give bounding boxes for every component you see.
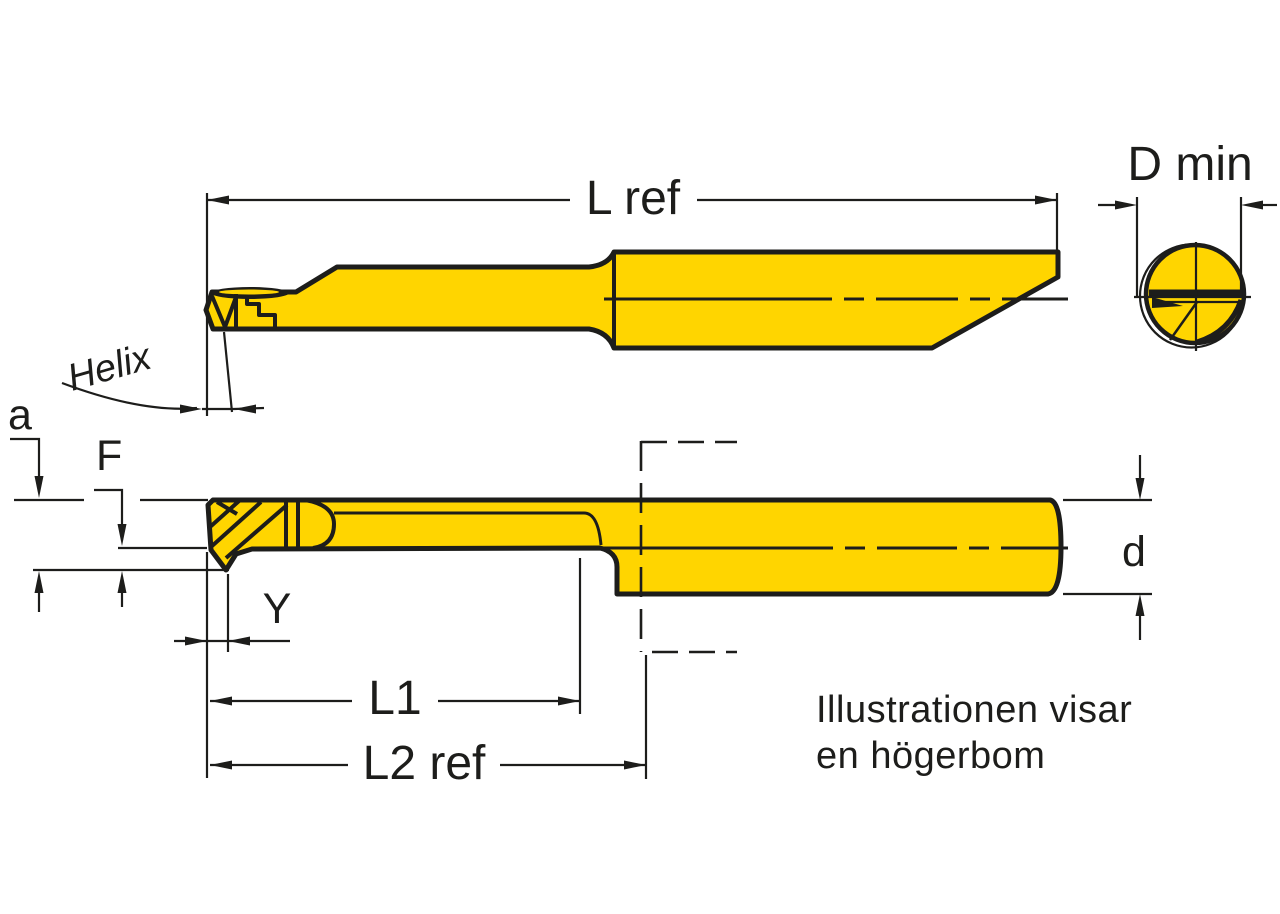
insert-step-notch	[245, 296, 277, 328]
caption-line-2: en högerbom	[816, 735, 1045, 777]
arrowhead	[34, 476, 44, 498]
flute-hatch-line	[224, 503, 289, 560]
helix-slant-line	[222, 331, 234, 413]
caption: Illustrationen visar en högerbom	[816, 689, 1132, 777]
label-y: Y	[263, 585, 292, 633]
cutting-head-detail-top	[210, 287, 289, 329]
arrowhead	[1135, 478, 1145, 500]
bore-outline-dashed	[639, 440, 737, 654]
leader-line	[94, 488, 124, 526]
caption-line-1: Illustrationen visar	[816, 689, 1132, 731]
arrowhead	[1115, 200, 1137, 210]
arrowhead	[210, 760, 232, 770]
arrowhead	[228, 636, 250, 646]
label-l-ref: L ref	[586, 172, 681, 225]
arrowhead	[624, 760, 646, 770]
label-l2-ref: L2 ref	[363, 737, 486, 790]
tip-vee-line	[210, 295, 238, 329]
relief-notch	[1152, 297, 1183, 308]
dim-f: F	[94, 432, 207, 607]
dim-d-min: D min	[1098, 138, 1277, 298]
flat-edge-inner-line	[334, 511, 603, 546]
dim-helix: Helix	[61, 331, 265, 414]
arrowhead	[180, 404, 202, 414]
arrowhead	[207, 195, 229, 205]
arrowhead	[234, 404, 256, 414]
grind-relief-curve	[304, 498, 336, 550]
arrowhead	[117, 524, 127, 546]
leader-line	[10, 437, 41, 478]
arrowhead	[117, 571, 127, 593]
arrowhead	[558, 696, 580, 706]
arrowhead	[1035, 195, 1057, 205]
cutting-edge-arc	[1196, 299, 1244, 345]
arrowhead	[210, 696, 232, 706]
dim-d: d	[1063, 455, 1152, 640]
top-side-view	[203, 249, 1068, 351]
dim-l1: L1	[210, 558, 582, 725]
arrowhead	[185, 636, 207, 646]
dim-l-ref: L ref	[205, 172, 1059, 416]
dim-y: Y	[174, 552, 291, 778]
label-d: d	[1122, 528, 1146, 576]
label-a: a	[8, 391, 32, 439]
arrowhead	[34, 571, 44, 593]
arrowhead	[1135, 594, 1145, 616]
end-view	[1134, 242, 1251, 351]
flute-hatch-line	[210, 500, 263, 548]
flute-hatch-line	[208, 499, 241, 529]
label-f: F	[96, 432, 122, 480]
corner-chamfer-line	[215, 500, 239, 516]
dim-a: a	[8, 391, 229, 612]
label-helix: Helix	[63, 335, 158, 399]
relief-line	[1168, 301, 1199, 341]
insert-top-highlight	[219, 289, 279, 295]
label-l1: L1	[368, 672, 421, 725]
arrowhead	[1241, 200, 1263, 210]
bottom-plan-view	[205, 440, 1068, 654]
cutting-head-detail-bottom	[208, 498, 336, 560]
dim-l2-ref: L2 ref	[210, 655, 648, 790]
label-d-min: D min	[1127, 138, 1252, 191]
